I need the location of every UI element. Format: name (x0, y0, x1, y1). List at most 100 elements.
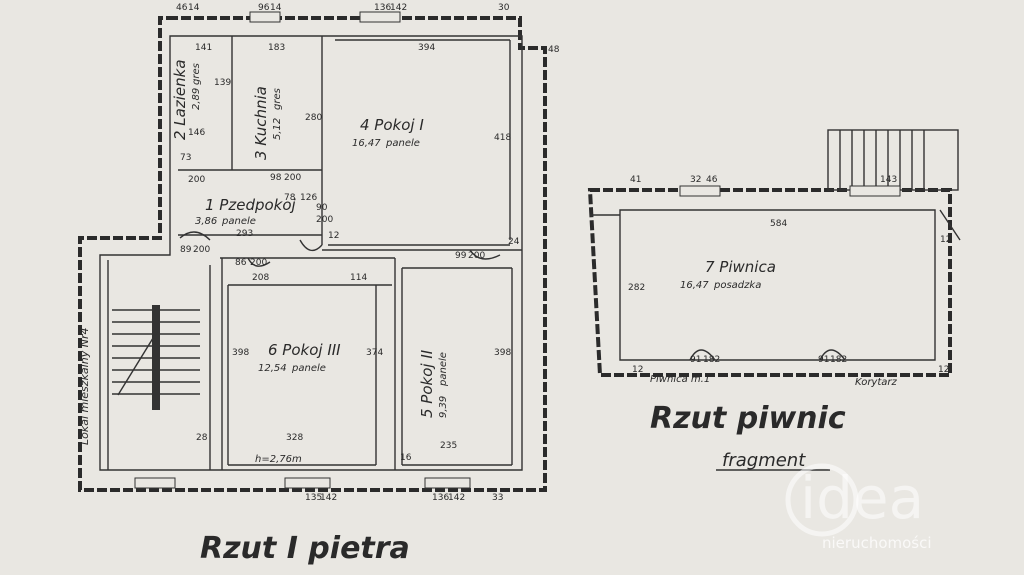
pokoj1-area: 16,47 (352, 138, 381, 149)
door-swings (179, 231, 501, 267)
dim-misc-9: 24 (508, 237, 520, 247)
dim-pokoj3-w-bottom: 328 (286, 433, 303, 443)
room-pokoj3: 6 Pokoj III 12,54 panele (258, 341, 341, 374)
przedpokoj-area: 3,86 (195, 216, 217, 227)
dimension-labels: 141 183 394 46 14 96 14 136 142 30 48 13… (176, 3, 560, 503)
dim-pokoj2-h: 398 (494, 348, 511, 358)
basement-door-1 (689, 349, 716, 361)
korytarz-label: Korytarz (855, 377, 898, 388)
first-floor-title: Rzut I pietra (200, 531, 410, 566)
lazienka-name: 2 Lazienka (171, 59, 189, 140)
basement-door-2 (819, 349, 846, 361)
dim-misc-13: 200 (193, 245, 210, 255)
dim-piwnica-h: 282 (628, 283, 645, 293)
basement-window-1 (679, 185, 721, 197)
przedpokoj-floor: panele (221, 216, 256, 227)
dim-pokoj3-w-mid: 114 (350, 273, 367, 283)
dim-misc-1: 146 (188, 128, 205, 138)
dim-top-1: 141 (195, 43, 212, 53)
dim-top-2: 183 (268, 43, 285, 53)
dim-misc-6: 90 (316, 203, 328, 213)
room-piwnica: 7 Piwnica 16,47 posadzka (680, 258, 776, 291)
stair-handrail (152, 305, 160, 410)
dim-piw-misc-6: 91 (690, 355, 701, 365)
logo-ring (785, 463, 859, 537)
interior-walls (178, 36, 522, 470)
pokoj3-floor: panele (291, 363, 326, 374)
dim-kuchnia-h: 280 (305, 113, 322, 123)
dim-pokoj3-h: 398 (232, 348, 249, 358)
dim-top-small-1: 46 (176, 3, 188, 13)
basement-title: Rzut piwnic (650, 401, 846, 436)
dim-piw-misc-11: 143 (880, 175, 897, 185)
dim-bottom-1: 135 (305, 493, 322, 503)
room-przedpokoj: 1 Pzedpokoj 3,86 panele (195, 196, 297, 227)
piwnica-floor: posadzka (713, 280, 761, 291)
pokoj1-floor: panele (385, 138, 420, 149)
dim-top-3: 394 (418, 43, 435, 53)
pokoj3-name: 6 Pokoj III (268, 341, 341, 359)
basement-dimensions: 584 282 41 32 46 12 12 91 182 91 182 12 … (628, 175, 951, 375)
basement-subtitle: fragment (722, 450, 806, 471)
dim-misc-16: 28 (196, 433, 208, 443)
dim-misc-2: 73 (180, 153, 191, 163)
dim-bottom-5: 33 (492, 493, 503, 503)
dim-pokoj3-h2: 374 (366, 348, 383, 358)
piwnica-m1-label: Piwnica m.1 (650, 374, 710, 385)
stair-label-text: Lokal mieszkalny Nr4 (78, 328, 91, 445)
dim-piw-misc-7: 182 (703, 355, 720, 365)
first-floor-plan: 1 Pzedpokoj 3,86 panele 2 Lazienka 2,89 … (78, 3, 560, 566)
dim-top-small-3: 96 (258, 3, 270, 13)
dim-pokoj2-w: 235 (440, 441, 457, 451)
basement-inner-outline (619, 209, 936, 361)
dim-piw-misc-2: 32 (690, 175, 701, 185)
outer-wall (78, 16, 547, 492)
dim-piw-misc-3: 46 (706, 175, 718, 185)
lazienka-area: 2,89 (191, 88, 202, 110)
kuchnia-name: 3 Kuchnia (252, 86, 270, 160)
dim-piw-misc-5: 12 (632, 365, 643, 375)
dim-misc-4: 98 (270, 173, 282, 183)
lazienka-floor: gres (191, 63, 202, 85)
pokoj2-floor: panele (438, 352, 449, 387)
dim-misc-3: 200 (188, 175, 205, 185)
dim-piw-misc-4: 12 (940, 235, 951, 245)
dim-misc-11: 200 (468, 251, 485, 261)
room-pokoj1: 4 Pokoj I 16,47 panele (352, 116, 424, 149)
dim-piw-misc-8: 91 (818, 355, 829, 365)
dim-piw-misc-10: 12 (938, 365, 949, 375)
dim-bottom-3: 136 (432, 493, 449, 503)
dim-piw-misc-9: 182 (830, 355, 847, 365)
dim-misc-7: 200 (316, 215, 333, 225)
room-kuchnia: 3 Kuchnia 5,12 gres (252, 86, 283, 160)
pokoj1-name: 4 Pokoj I (360, 116, 424, 134)
dim-top-small-7: 30 (498, 3, 510, 13)
logo-tagline: nieruchomości (822, 534, 932, 552)
dim-misc-8: 12 (328, 231, 339, 241)
basement-window-2 (849, 185, 901, 197)
dim-lazienka-h: 139 (214, 78, 231, 88)
pokoj3-area: 12,54 (258, 363, 287, 374)
dim-piw-misc-1: 41 (630, 175, 641, 185)
dim-bottom-2: 142 (320, 493, 337, 503)
dim-right-top: 48 (548, 45, 560, 55)
dim-misc-5: 200 (284, 173, 301, 183)
pokoj2-area: 9,39 (438, 396, 449, 418)
dim-misc-12: 89 (180, 245, 192, 255)
dim-top-small-2: 14 (188, 3, 200, 13)
dim-misc-19: 126 (300, 193, 317, 203)
pokoj2-name: 5 Pokoj II (418, 349, 436, 418)
dim-bottom-4: 142 (448, 493, 465, 503)
dim-przedpokoj-w: 293 (236, 229, 253, 239)
dim-top-small-6: 142 (390, 3, 407, 13)
dim-top-small-4: 14 (270, 3, 282, 13)
dim-misc-18: 78 (284, 193, 296, 203)
basement-plan: 7 Piwnica 16,47 posadzka Piwnica m.1 Kor… (587, 129, 961, 471)
height-note: h=2,76m (255, 454, 302, 465)
stair-label: Lokal mieszkalny Nr4 (78, 328, 91, 445)
room-lazienka: 2 Lazienka 2,89 gres (171, 59, 202, 140)
dim-misc-10: 99 (455, 251, 467, 261)
dim-misc-15: 200 (250, 258, 267, 268)
